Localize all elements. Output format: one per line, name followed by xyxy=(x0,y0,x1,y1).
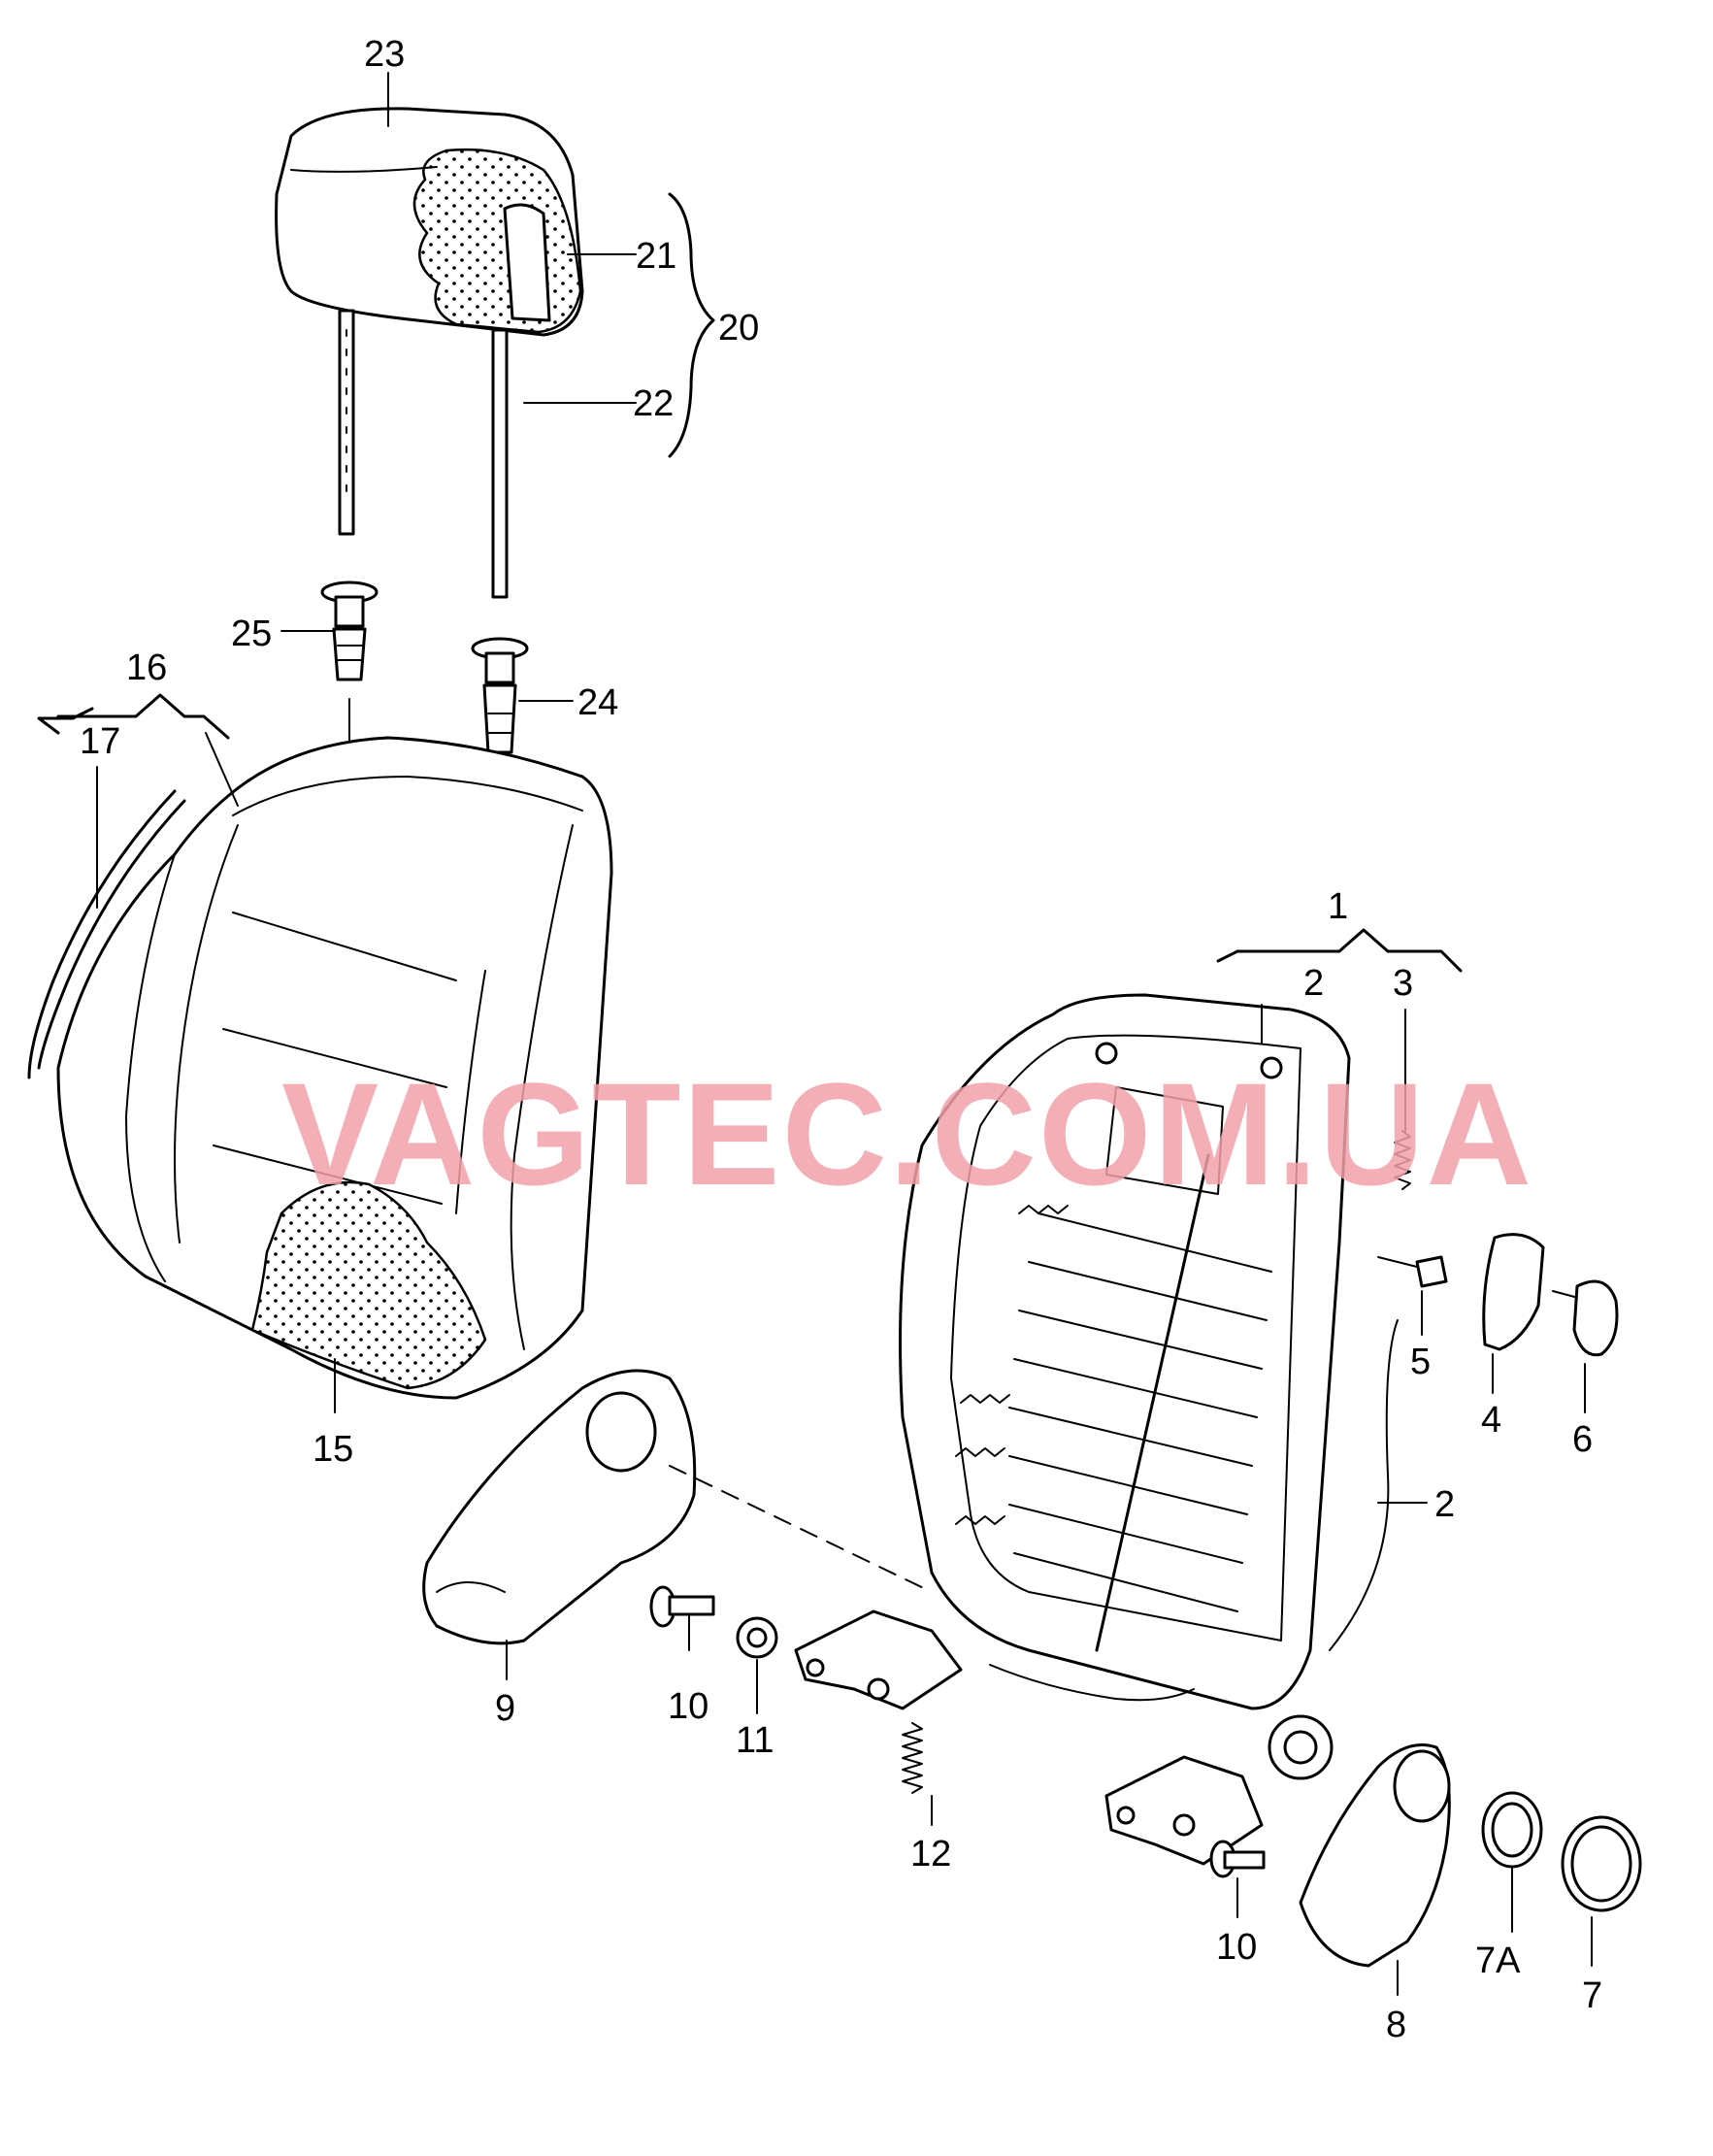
bolt-10-right xyxy=(1209,1840,1266,1878)
callout-22: 22 xyxy=(633,383,674,424)
clip-5 xyxy=(1377,1255,1448,1288)
bushing-11 xyxy=(736,1616,778,1659)
callout-16: 16 xyxy=(126,647,167,688)
callout-2-top: 2 xyxy=(1303,963,1324,1004)
release-handle-4 xyxy=(1482,1233,1545,1351)
callout-8: 8 xyxy=(1386,2005,1406,2045)
callout-24: 24 xyxy=(577,682,618,723)
side-trim-9 xyxy=(422,1369,697,1645)
guide-sleeve-25 xyxy=(320,580,379,681)
callout-7: 7 xyxy=(1582,1975,1602,2016)
frame-slats xyxy=(1008,1212,1272,1612)
callout-labels: 23 21 20 22 25 16 24 17 15 1 2 3 5 4 6 2… xyxy=(80,34,1602,2045)
guide-sleeve-24 xyxy=(471,637,529,754)
callout-1: 1 xyxy=(1328,886,1348,927)
callout-12: 12 xyxy=(910,1834,951,1874)
seal-ring-7a xyxy=(1481,1791,1543,1869)
trim-strip-17 xyxy=(27,789,186,1079)
callout-20: 20 xyxy=(718,308,759,348)
frame-springs xyxy=(955,1205,1069,1525)
callout-5: 5 xyxy=(1410,1342,1431,1382)
side-trim-8 xyxy=(1299,1743,1451,1968)
callout-23: 23 xyxy=(364,34,405,75)
callout-17: 17 xyxy=(80,721,120,762)
callout-9: 9 xyxy=(495,1688,515,1729)
callout-6: 6 xyxy=(1572,1419,1593,1460)
tension-spring-3 xyxy=(1394,1130,1411,1190)
bracket-16-top xyxy=(56,693,230,740)
watermark: VAGTEC.COM.UA xyxy=(281,1052,1533,1215)
backrest-frame xyxy=(794,993,1351,1866)
callout-11: 11 xyxy=(736,1720,774,1761)
callout-7a: 7A xyxy=(1475,1940,1521,1981)
bracket-20 xyxy=(668,192,715,458)
callout-2-side: 2 xyxy=(1434,1484,1455,1525)
callout-10-left: 10 xyxy=(668,1686,708,1727)
callout-3: 3 xyxy=(1393,963,1413,1004)
backrest-cover xyxy=(56,736,613,1400)
callout-15: 15 xyxy=(313,1429,353,1470)
headrest-guide-rods xyxy=(338,309,509,599)
leader-lines xyxy=(96,72,1593,1996)
headrest xyxy=(275,107,584,337)
callout-10-right: 10 xyxy=(1216,1927,1257,1968)
handwheel-7 xyxy=(1561,1815,1642,1912)
knob-6 xyxy=(1552,1279,1619,1357)
bolt-10-left xyxy=(649,1585,715,1628)
bracket-16 xyxy=(37,707,94,735)
release-cable-lower xyxy=(989,1664,1195,1702)
tension-spring-12 xyxy=(902,1722,923,1794)
callout-4: 4 xyxy=(1481,1400,1501,1441)
callout-25: 25 xyxy=(231,614,272,654)
release-cable xyxy=(1329,1319,1399,1651)
callout-21: 21 xyxy=(636,236,676,277)
bracket-1 xyxy=(1216,928,1463,973)
